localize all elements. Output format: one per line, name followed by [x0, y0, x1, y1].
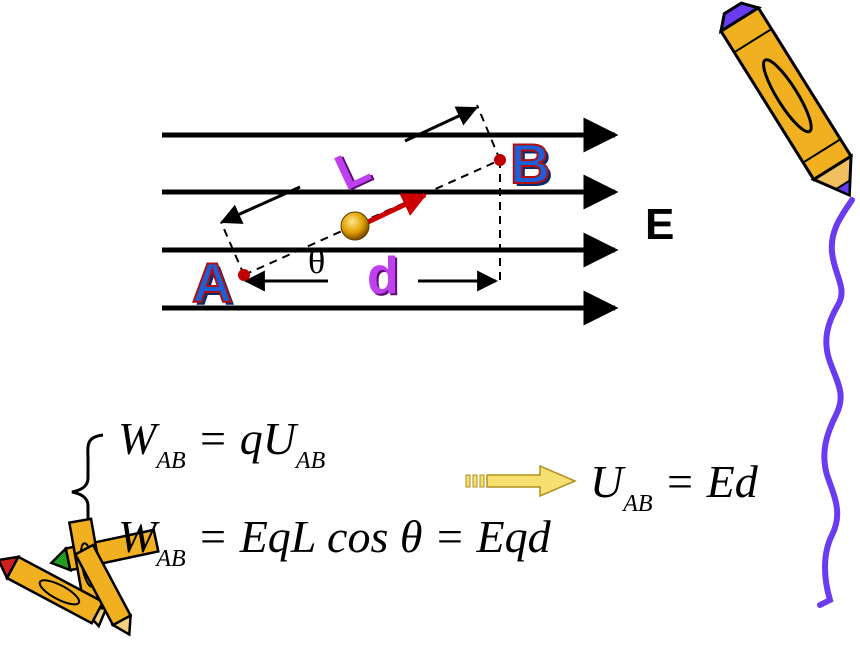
eq1-rhs-sub: AB	[295, 448, 326, 474]
eq1-rhs: = qU	[197, 413, 296, 464]
result-lhs: U	[590, 456, 624, 507]
crayon-icon	[718, 1, 854, 198]
angle-label: θ	[308, 241, 326, 281]
field-lines	[162, 117, 619, 326]
offset-right	[476, 104, 501, 161]
eq2-rhs: = EqL cos θ = Eqd	[197, 511, 551, 562]
eq1-lhs: W	[118, 413, 157, 464]
charge-ball	[340, 211, 370, 241]
eq1-lhs-sub: AB	[156, 448, 186, 474]
l-arrow-right	[404, 106, 478, 143]
result-lhs-sub: AB	[623, 491, 653, 517]
point-a-dot	[238, 269, 250, 281]
l-arrow-left	[220, 185, 301, 224]
field-label: E	[645, 200, 675, 249]
crayons-bundle-icon	[0, 517, 160, 637]
equation-work-field: WAB = EqL cos θ = Eqd	[118, 510, 551, 572]
velocity-arrow	[366, 192, 428, 225]
distance-label: d	[367, 247, 399, 305]
eq2-lhs: W	[118, 511, 157, 562]
result-rhs: = Ed	[664, 456, 758, 507]
offset-left	[220, 221, 245, 276]
equation-work-voltage: WAB = qUAB	[118, 412, 325, 474]
equation-result: UAB = Ed	[590, 455, 758, 517]
point-a-label: A	[191, 250, 233, 315]
eq2-lhs-sub: AB	[156, 546, 186, 572]
implies-arrow-icon	[465, 464, 577, 498]
point-b-dot	[494, 154, 506, 166]
squiggle-decoration	[817, 197, 855, 608]
point-b-label: B	[509, 131, 551, 196]
